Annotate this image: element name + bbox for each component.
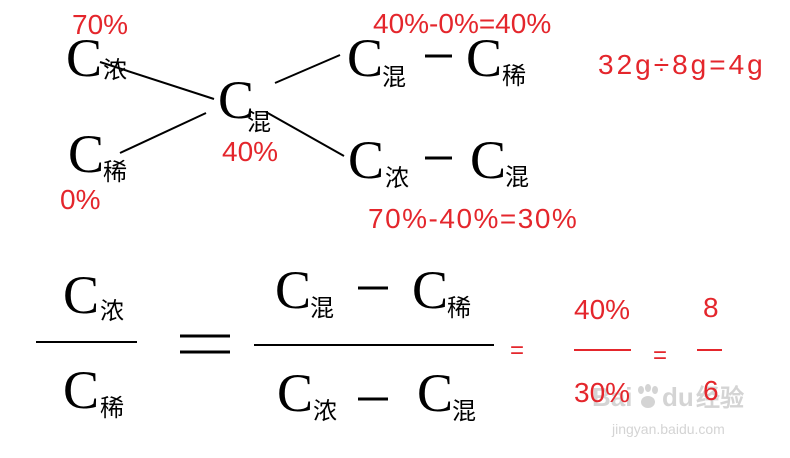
connector-dilute-to-mixed [119, 112, 207, 154]
formula-left-denominator-subscript: 稀 [100, 394, 124, 422]
ratio-percent-denominator: 30% [574, 377, 631, 408]
formula-left-numerator-symbol: C [63, 265, 100, 325]
connector-concentrated-to-mixed [99, 61, 215, 100]
mixed-subscript: 混 [247, 108, 271, 136]
bottom-difference-subtrahend-subscript: 混 [505, 163, 529, 191]
bottom-difference-subtrahend-symbol: C [470, 130, 507, 190]
concentrated-value: 70% [72, 9, 129, 40]
formula-middle-denominator-subtrahend-subscript: 混 [452, 397, 476, 425]
watermark-brand-bai: Bai [592, 382, 633, 412]
top-difference-calc: 40%-0%=40% [373, 8, 552, 39]
formula-middle-denominator-minuend-symbol: C [277, 363, 314, 423]
watermark-brand-du: du [662, 382, 694, 412]
formula-left-denominator-symbol: C [63, 360, 100, 420]
formula-middle-denominator-minuend-subscript: 浓 [313, 397, 337, 425]
ratio-percent-numerator: 40% [574, 294, 631, 325]
top-difference-minuend-subscript: 混 [382, 63, 406, 91]
formula-middle-numerator-minuend-symbol: C [275, 260, 312, 320]
concentrated-symbol: C [66, 28, 103, 88]
equals-sign-red-1: = [510, 337, 525, 364]
connector-mixed-to-bottom-difference [265, 111, 345, 157]
paw-icon [636, 384, 660, 410]
top-difference-subtrahend-subscript: 稀 [502, 62, 526, 90]
top-difference-minuend-symbol: C [347, 28, 384, 88]
bottom-difference-minuend-symbol: C [348, 130, 385, 190]
formula-middle-numerator-minuend-subscript: 混 [310, 294, 334, 322]
mixed-symbol: C [218, 70, 255, 130]
bottom-difference-minuend-subscript: 浓 [385, 164, 409, 192]
concentrated-subscript: 浓 [103, 56, 127, 84]
mass-calc: 32g÷8g=4g [598, 49, 766, 80]
connector-mixed-to-top-difference [274, 54, 341, 84]
top-difference-subtrahend-symbol: C [466, 28, 503, 88]
mixed-value: 40% [222, 136, 279, 167]
ratio-simple-numerator: 8 [703, 292, 719, 323]
dilute-value: 0% [60, 184, 101, 215]
formula-middle-numerator-subtrahend-symbol: C [412, 260, 449, 320]
equals-sign-red-2: = [653, 342, 668, 369]
dilute-subscript: 稀 [103, 158, 127, 186]
formula-middle-denominator-subtrahend-symbol: C [417, 363, 454, 423]
watermark-brand-jingyan: 经验 [696, 384, 744, 412]
dilute-symbol: C [68, 124, 105, 184]
formula-left-numerator-subscript: 浓 [100, 297, 124, 325]
watermark-url: jingyan.baidu.com [612, 421, 725, 437]
formula-middle-numerator-subtrahend-subscript: 稀 [447, 294, 471, 322]
bottom-difference-calc: 70%-40%=30% [368, 203, 579, 234]
ratio-simple-denominator: 6 [703, 375, 719, 406]
